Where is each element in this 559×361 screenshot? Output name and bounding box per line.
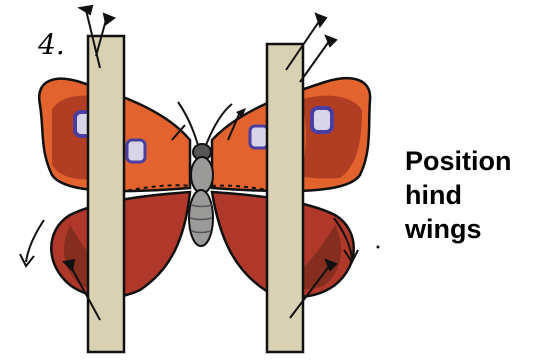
pinning-strip-left <box>88 36 124 352</box>
caption-line-2: hind <box>405 178 555 212</box>
butterfly-body <box>189 144 213 246</box>
pinning-strip-right <box>267 44 303 352</box>
step-number: 4. <box>38 28 65 61</box>
caption-line-3: wings <box>405 212 555 246</box>
ink-dot <box>377 246 380 249</box>
instruction-caption: Position hind wings <box>405 144 555 246</box>
arrow-down-icon <box>20 220 44 266</box>
caption-line-1: Position <box>405 144 555 178</box>
